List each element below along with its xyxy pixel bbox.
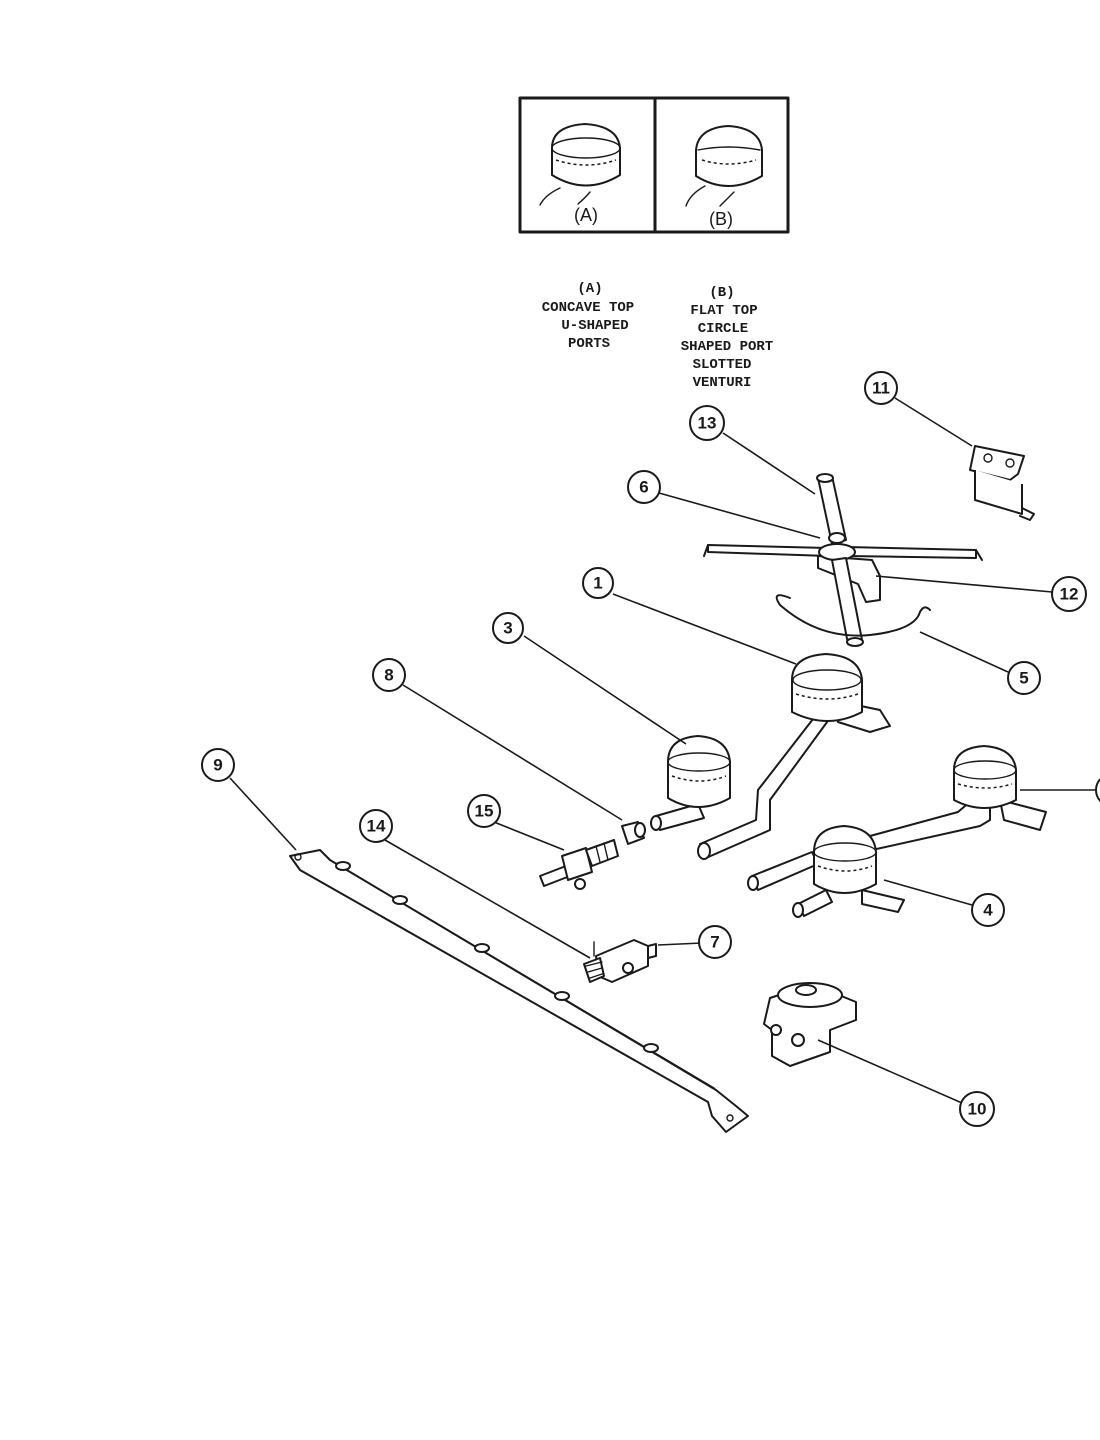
part-11-bracket	[969, 445, 1035, 521]
part-7-valve	[583, 939, 657, 983]
callout-number: 9	[213, 756, 222, 775]
callout-2: 2	[1095, 777, 1100, 803]
part-3-burner	[650, 735, 731, 831]
callout-15: 15	[467, 794, 501, 828]
callout-number: 3	[503, 619, 512, 638]
callout-1: 1	[582, 567, 614, 599]
callout-7: 7	[698, 925, 732, 959]
burner-a-illustration	[539, 123, 621, 206]
part-1-burner	[697, 653, 891, 860]
callout-10: 10	[959, 1091, 995, 1127]
callout-9: 9	[201, 748, 235, 782]
callout-number: 15	[475, 802, 494, 821]
callout-number: 1	[593, 574, 602, 593]
callout-13: 13	[689, 405, 725, 441]
callout-11: 11	[864, 371, 898, 405]
legend-a-line: PORTS	[568, 336, 610, 352]
legend-b-line: VENTURI	[693, 375, 752, 391]
burner-type-inset: (A) (B)	[518, 96, 790, 234]
callout-5: 5	[1007, 661, 1041, 695]
callout-number: 13	[698, 414, 717, 433]
callout-number: 11	[872, 379, 890, 398]
callout-number: 14	[367, 817, 386, 836]
leader-lines	[229, 397, 1096, 1104]
legend-b-line: (B)	[709, 285, 734, 301]
spider-assembly	[703, 473, 983, 647]
legend-b-line: FLAT TOP	[690, 303, 757, 319]
legend-a-line: U-SHAPED	[561, 318, 628, 334]
callout-number: 5	[1019, 669, 1028, 688]
legend-a-line: (A)	[577, 281, 602, 297]
legend-b: (B) FLAT TOP CIRCLE SHAPED PORT SLOTTED …	[681, 285, 773, 391]
legend-a: (A) CONCAVE TOP U-SHAPED PORTS	[542, 281, 634, 352]
inset-label-b: (B)	[709, 209, 733, 229]
callout-number: 6	[639, 478, 648, 497]
inset-label-a: (A)	[574, 205, 598, 225]
legend-b-line: SHAPED PORT	[681, 339, 773, 355]
callout-number: 8	[384, 666, 393, 685]
part-4-burner	[747, 825, 905, 918]
part-9-manifold-bar	[289, 849, 749, 1133]
callout-number: 4	[983, 901, 993, 920]
callout-14: 14	[359, 809, 393, 843]
part-2-burner	[869, 745, 1047, 851]
callout-number: 10	[968, 1100, 987, 1119]
legend-b-line: SLOTTED	[693, 357, 752, 373]
callout-8: 8	[372, 658, 406, 692]
part-8-orifice	[621, 821, 646, 845]
legend-b-line: CIRCLE	[698, 321, 748, 337]
callout-3: 3	[492, 612, 524, 644]
callout-number: 7	[710, 933, 719, 952]
part-10-regulator	[763, 982, 857, 1067]
callout-4: 4	[971, 893, 1005, 927]
part-15-valve-fitting	[539, 839, 619, 890]
legend-a-line: CONCAVE TOP	[542, 300, 634, 316]
callout-12: 12	[1051, 576, 1087, 612]
callout-number: 12	[1060, 585, 1079, 604]
callout-6: 6	[627, 470, 661, 504]
burner-b-illustration	[685, 125, 763, 207]
